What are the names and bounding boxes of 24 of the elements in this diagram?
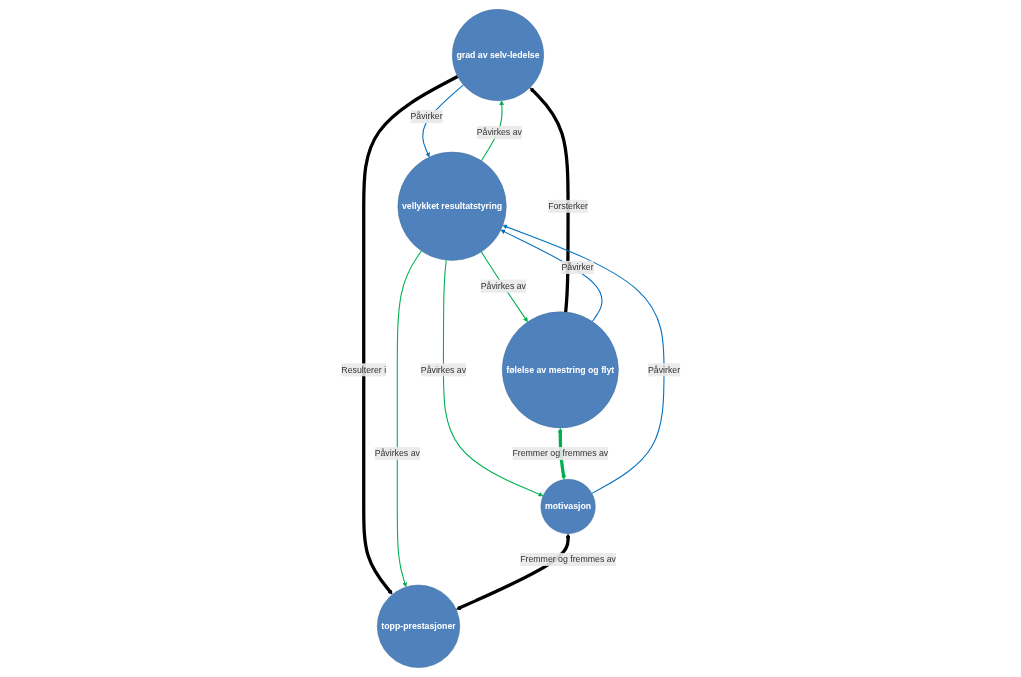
edge-label: Påvirker	[561, 262, 594, 272]
arrow	[480, 251, 528, 323]
edge-label: Fremmer og fremmes av	[519, 554, 616, 564]
node-circle: følelse av mestring og flyt	[501, 311, 619, 429]
node-circle: grad av selv-ledelse	[451, 9, 544, 101]
arrow	[529, 87, 570, 313]
edge-label: Påvirkes av	[480, 281, 526, 291]
edge-label: Påvirker	[410, 111, 443, 122]
node-circle: motivasjon	[540, 479, 596, 534]
arrow	[502, 224, 665, 494]
arrow	[396, 250, 422, 588]
arrow	[500, 229, 603, 323]
edge-label: Påvirkes av	[420, 364, 466, 375]
arrow	[361, 75, 459, 595]
node-circle: vellykket resultatstyring	[397, 151, 507, 261]
edge-label: Fremmer og fremmes av	[512, 448, 608, 458]
arrow	[442, 259, 544, 497]
arrow	[455, 533, 571, 611]
node-circle: topp-prestasjoner	[376, 584, 460, 668]
edge-label: Påvirker	[647, 364, 680, 375]
edge-label: Forsterker	[547, 201, 588, 211]
edge-label: Resulterer i	[341, 364, 386, 375]
edge-label: Påvirkes av	[374, 448, 420, 458]
edge-label: Påvirkes av	[476, 127, 522, 138]
